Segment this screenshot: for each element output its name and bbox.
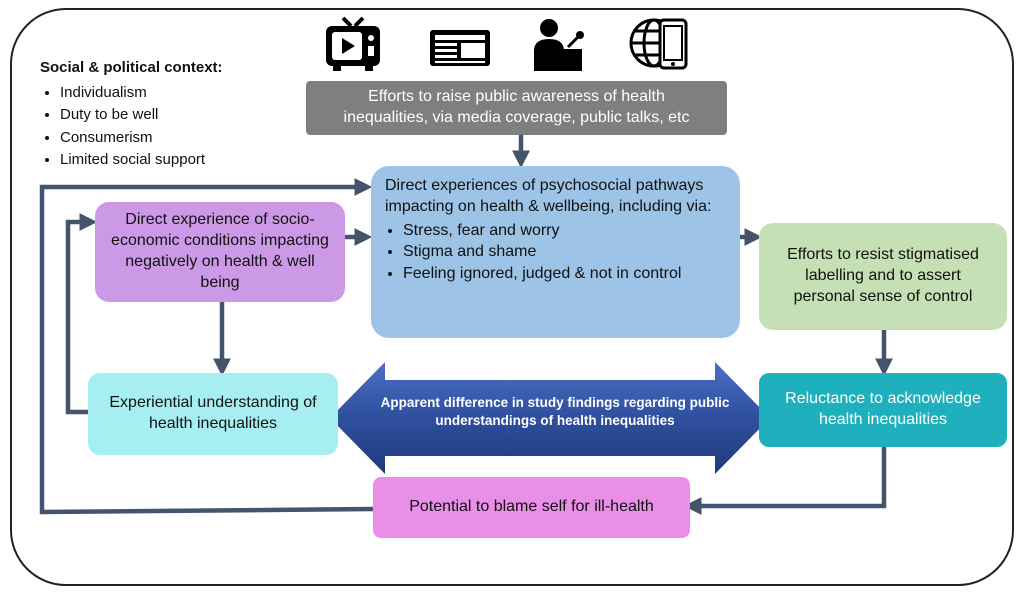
psychosocial-item: Stigma and shame [403,241,726,263]
resist-box: Efforts to resist stigmatised labelling … [759,223,1007,330]
context-block: Social & political context: Individualis… [40,57,223,172]
connector-reluctance-blame [683,447,887,515]
psychosocial-item: Stress, fear and worry [403,220,726,242]
reluctance-box: Reluctance to acknowledge health inequal… [759,373,1007,447]
psychosocial-box: Direct experiences of psychosocial pathw… [371,166,740,338]
connector-experiential-socio [65,213,98,415]
psychosocial-item: Feeling ignored, judged & not in control [403,263,726,285]
context-item: Consumerism [60,127,223,150]
blame-box: Potential to blame self for ill-health [373,477,690,538]
reluctance-text: Reluctance to acknowledge health inequal… [785,390,981,428]
globe-phone-icon [629,18,688,70]
context-item: Limited social support [60,149,223,172]
double-arrow-label: Apparent difference in study findings re… [380,395,730,429]
awareness-text: Efforts to raise public awareness of hea… [343,88,690,126]
double-arrow [330,362,770,474]
context-item: Individualism [60,82,223,105]
context-title: Social & political context: [40,59,223,76]
outer-frame [10,8,1014,586]
context-item: Duty to be well [60,104,223,127]
experiential-box: Experiential understanding of health ine… [88,373,338,455]
socio-text: Direct experience of socio-economic cond… [111,211,329,291]
context-list: Individualism Duty to be well Consumeris… [40,82,223,172]
experiential-text: Experiential understanding of health ine… [109,394,317,432]
newspaper-icon [430,30,490,66]
awareness-box: Efforts to raise public awareness of hea… [306,81,727,135]
connector-blame-psycho [39,178,374,515]
speaker-icon [534,19,584,71]
socio-box: Direct experience of socio-economic cond… [95,202,345,302]
resist-text: Efforts to resist stigmatised labelling … [787,246,979,305]
psychosocial-intro: Direct experiences of psychosocial pathw… [385,177,712,215]
blame-text: Potential to blame self for ill-health [409,498,654,516]
psychosocial-list: Stress, fear and worry Stigma and shame … [385,220,726,285]
tv-icon [326,16,380,71]
